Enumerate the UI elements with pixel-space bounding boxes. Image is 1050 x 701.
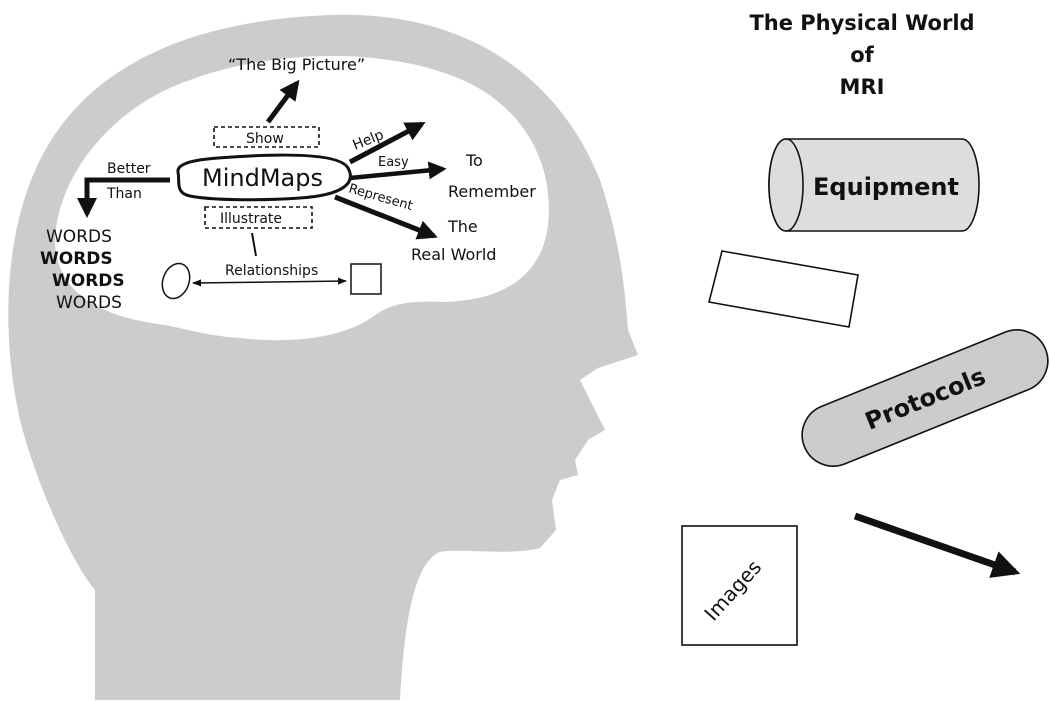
mindmaps-node [176, 153, 352, 202]
relationship-square [350, 263, 382, 295]
big-picture-label: “The Big Picture” [228, 55, 365, 74]
real-world-label: Real World [411, 245, 496, 264]
show-label: Show [246, 131, 284, 147]
better-than-arrow [77, 177, 170, 218]
remember-label: Remember [448, 182, 536, 201]
illustrate-connector [251, 232, 257, 257]
the-label: The [447, 217, 478, 236]
images-box [681, 525, 798, 646]
mindmaps-label: MindMaps [202, 164, 323, 192]
illustrate-label: Illustrate [220, 211, 282, 227]
equipment-label: Equipment [813, 173, 959, 201]
title-line-1: The Physical World [749, 11, 974, 35]
than-label: Than [106, 186, 142, 202]
show-box [213, 126, 320, 148]
easy-arrow [349, 161, 447, 181]
to-label: To [465, 151, 483, 170]
relationship-oval [161, 262, 191, 300]
equipment-cylinder-end [768, 138, 804, 232]
title-line-2: of [850, 43, 874, 67]
protocols-capsule [801, 329, 1049, 467]
output-arrow [853, 512, 1021, 578]
empty-rectangle [708, 250, 859, 328]
words-4: WORDS [56, 293, 122, 313]
represent-arrow [334, 194, 438, 240]
protocols-capsule-group: Protocols [801, 329, 1049, 467]
help-arrow [348, 121, 426, 165]
words-3: WORDS [52, 271, 125, 291]
relationships-label: Relationships [225, 263, 318, 279]
illustrate-box [204, 206, 313, 229]
easy-label: Easy [378, 155, 409, 170]
words-1: WORDS [46, 227, 112, 247]
title-line-3: MRI [840, 75, 885, 99]
words-2: WORDS [40, 249, 113, 269]
relationships-arrow [192, 277, 347, 287]
big-picture-arrow [265, 79, 300, 124]
better-label: Better [107, 161, 151, 177]
